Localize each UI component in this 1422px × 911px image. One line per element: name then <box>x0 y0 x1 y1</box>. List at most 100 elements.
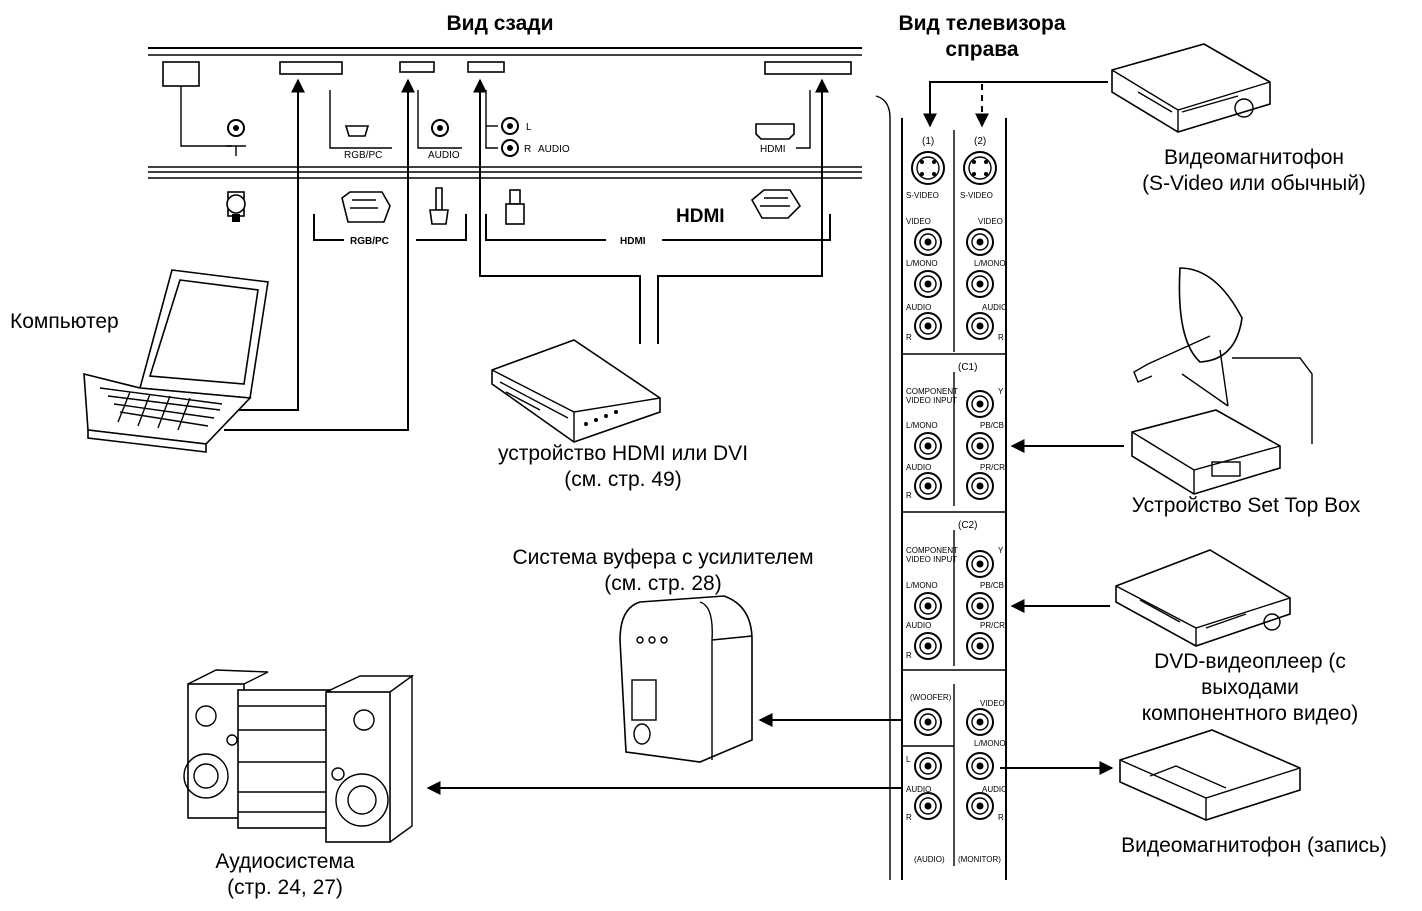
laptop-icon <box>83 269 269 453</box>
r-c2-label: R <box>906 651 912 660</box>
hdmi-logo: HDMI <box>676 206 725 227</box>
audio-c2-label: AUDIO <box>906 621 931 630</box>
video-out-label: VIDEO <box>980 699 1005 708</box>
rca-jack-icon <box>914 708 942 736</box>
r-out2-label: R <box>998 813 1004 822</box>
hdmi-device-label-line2: (см. стр. 49) <box>564 468 681 491</box>
woofer-label-line2: (см. стр. 28) <box>604 572 721 595</box>
monitor-bottom-label: (MONITOR) <box>958 855 1001 864</box>
audio-system-label-line2: (стр. 24, 27) <box>227 876 343 899</box>
bracket-hdmi-label: HDMI <box>620 236 646 247</box>
rca-jack-icon <box>914 792 942 820</box>
rear-view-heading: Вид сзади <box>447 12 554 35</box>
svideo2-label: S-VIDEO <box>960 191 993 200</box>
l-label: L <box>526 122 532 133</box>
rca-jack-icon <box>914 632 942 660</box>
woofer-label: (WOOFER) <box>910 693 952 702</box>
satellite-dish-icon <box>1133 267 1313 444</box>
rca-jack-icon <box>966 592 994 620</box>
audio-c1-label: AUDIO <box>906 463 931 472</box>
rgbpc-plug-icon <box>341 191 391 223</box>
input-brackets: RGB/PC HDMI <box>313 214 831 248</box>
comp1-line1: COMPONENT <box>906 387 958 396</box>
video1-label: VIDEO <box>906 217 931 226</box>
comp2-line2: VIDEO INPUT <box>906 555 957 564</box>
c1-label: (C1) <box>958 362 977 373</box>
rca-jack-icon <box>966 550 994 578</box>
audio-lr-label: AUDIO <box>538 144 570 155</box>
rear-cables <box>224 78 829 431</box>
hdmi-plug-icon <box>750 189 802 219</box>
lmono-out-label: L/MONO <box>974 739 1006 748</box>
side-panel: (1) (2) S-VIDEO S-VIDEO VIDEO VIDEO L/MO… <box>875 95 1007 880</box>
r1-label: R <box>906 333 912 342</box>
side-view-heading-line1: Вид телевизора <box>898 12 1065 35</box>
lmono2-label: L/MONO <box>974 259 1006 268</box>
vcr-label-line1: Видеомагнитофон <box>1164 146 1344 169</box>
computer-label: Компьютер <box>10 310 119 333</box>
audio-mini-label: AUDIO <box>428 150 460 161</box>
vcr-record-icon <box>1119 729 1301 821</box>
rca-jack-icon <box>914 270 942 298</box>
l-out-label: L <box>906 755 911 764</box>
pb2-label: PB/CB <box>980 581 1004 590</box>
antenna-jack-icon <box>180 86 246 156</box>
rca-jack-icon <box>914 472 942 500</box>
pr2-label: PR/CR <box>980 621 1005 630</box>
stb-label: Устройство Set Top Box <box>1132 494 1361 517</box>
svideo-jacks: S-VIDEO S-VIDEO <box>906 151 997 200</box>
bracket-rgbpc-label: RGB/PC <box>350 236 389 247</box>
side-view-heading-line2: справа <box>945 38 1019 61</box>
rca-jack-grid <box>914 228 994 820</box>
lr-audio-jacks: L R AUDIO <box>485 90 570 157</box>
hdmi-device-icon <box>491 339 661 443</box>
pr1-label: PR/CR <box>980 463 1005 472</box>
rear-panel: RGB/PC AUDIO L R AUDIO <box>148 47 862 248</box>
rca-jack-icon <box>966 228 994 256</box>
side-cables <box>426 81 1124 795</box>
audio-out2-label: AUDIO <box>982 785 1007 794</box>
rca-jack-icon <box>966 752 994 780</box>
lmono1-label: L/MONO <box>906 259 938 268</box>
comp1-line2: VIDEO INPUT <box>906 396 957 405</box>
rca-jack-icon <box>966 632 994 660</box>
audio-mini-jack: AUDIO <box>417 90 462 161</box>
rca-jack-icon <box>966 432 994 460</box>
y1-label: Y <box>998 387 1004 396</box>
rca-jack-icon <box>914 432 942 460</box>
c2-label: (C2) <box>958 520 977 531</box>
rca-jack-icon <box>966 792 994 820</box>
comp2-line1: COMPONENT <box>906 546 958 555</box>
hdmi-jack: HDMI <box>755 90 811 155</box>
set-top-box-icon <box>1131 409 1281 495</box>
input2-label: (2) <box>974 136 986 147</box>
audio-system-label-line1: Аудиосистема <box>215 850 354 873</box>
video2-label: VIDEO <box>978 217 1003 226</box>
rca-jack-icon <box>966 390 994 418</box>
audio2-label: AUDIO <box>982 303 1007 312</box>
rca-jack-icon <box>966 708 994 736</box>
audio-system-icon <box>183 669 415 843</box>
rca-jack-icon <box>966 472 994 500</box>
rca-jack-icon <box>966 270 994 298</box>
audio-out-label: AUDIO <box>906 785 931 794</box>
rgbpc-label: RGB/PC <box>344 150 382 161</box>
r-c1-label: R <box>906 491 912 500</box>
dvd-player-icon <box>1115 549 1291 647</box>
audio1-label: AUDIO <box>906 303 931 312</box>
pb1-label: PB/CB <box>980 421 1004 430</box>
hdmi-device-label-line1: устройство HDMI или DVI <box>498 442 748 465</box>
r2-label: R <box>998 333 1004 342</box>
input1-label: (1) <box>922 136 934 147</box>
dvd-label-line3: компонентного видео) <box>1142 702 1359 725</box>
r-out-label: R <box>906 813 912 822</box>
rca-jack-icon <box>966 312 994 340</box>
vcr-label-line2: (S-Video или обычный) <box>1142 172 1366 195</box>
vcr-record-label: Видеомагнитофон (запись) <box>1121 834 1387 857</box>
rca-jack-icon <box>914 752 942 780</box>
audio-bottom-label: (AUDIO) <box>914 855 945 864</box>
antenna-plug-icon <box>226 191 246 222</box>
hdmi-label: HDMI <box>760 144 786 155</box>
rca-plug-icon <box>505 189 525 225</box>
